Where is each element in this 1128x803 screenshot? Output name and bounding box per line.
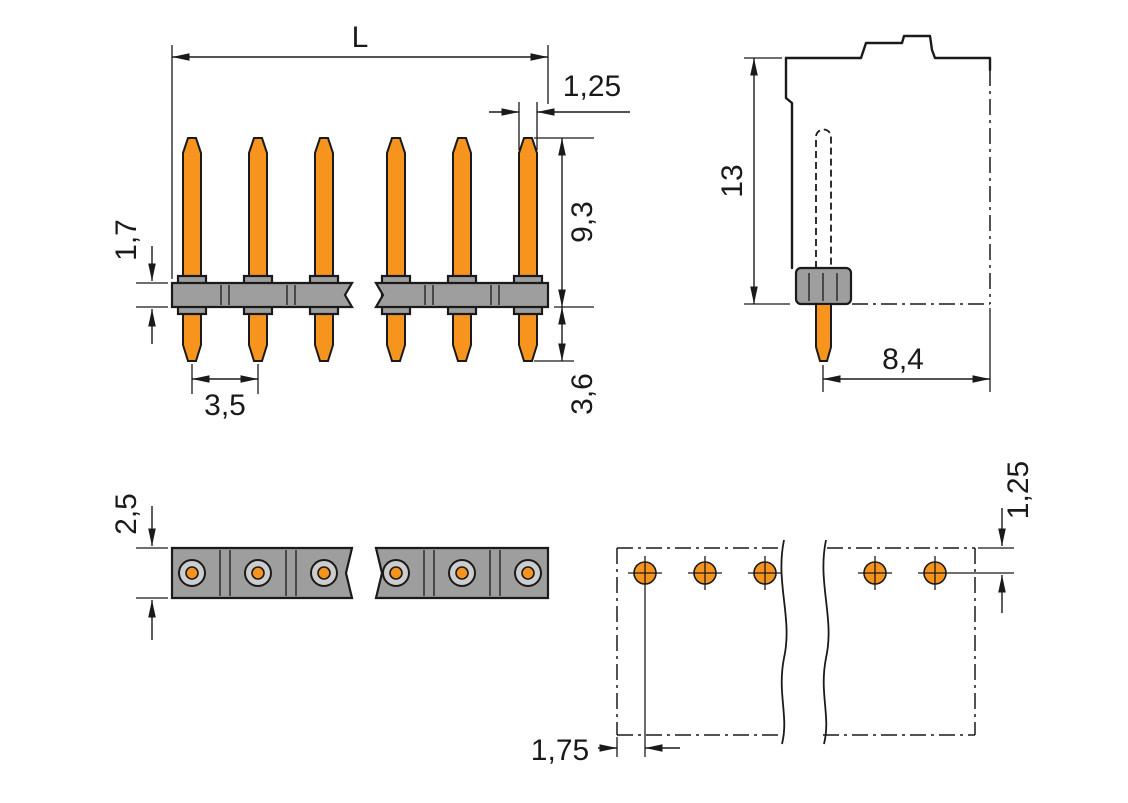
dim-total-height: 13 [716, 57, 790, 305]
side-view: 13 8,4 [716, 34, 992, 392]
solder-pin [815, 303, 832, 362]
dim-label-pin-pitch: 3,5 [204, 389, 246, 422]
pin-1 [182, 137, 202, 362]
break-line-left [780, 539, 788, 745]
housing-top-outline [784, 34, 992, 72]
footprint-view: 1,75 1,25 [531, 461, 1035, 767]
pin-hole [310, 559, 338, 587]
dim-edge-to-hole-row: 1,25 [952, 461, 1035, 613]
break-line-right [822, 539, 830, 745]
dim-label-edge-to-first-hole: 1,75 [531, 734, 589, 767]
dim-label-strip-thickness: 1,7 [110, 219, 143, 261]
pin-hole [448, 559, 476, 587]
pin-5 [452, 137, 472, 362]
dim-label-strip-width: 2,5 [110, 493, 143, 535]
dim-strip-thickness: 1,7 [110, 219, 168, 344]
drill-hole-4 [857, 555, 893, 591]
top-view: 2,5 [110, 493, 550, 640]
dim-edge-to-first-hole: 1,75 [531, 734, 680, 767]
dim-label-overall-length: L [352, 21, 369, 54]
drill-holes [627, 555, 953, 591]
pin-row [182, 137, 538, 362]
pin-3 [314, 137, 334, 362]
drill-hole-1 [627, 555, 663, 591]
dim-pin-pitch: 3,5 [191, 364, 259, 422]
dim-pin-height: 9,3 [534, 137, 599, 308]
pin-hole [514, 559, 542, 587]
housing-left-outline [784, 56, 794, 270]
dim-label-pin-width: 1,25 [563, 70, 621, 103]
pin-2 [248, 137, 268, 362]
drill-hole-3 [747, 555, 783, 591]
dim-pin-width: 1,25 [489, 70, 630, 150]
pin-4 [386, 137, 406, 362]
strip-ribs [220, 285, 500, 305]
carrier-strip-right [374, 281, 550, 309]
front-view: L 1,25 1,7 9,3 3,6 [110, 21, 630, 422]
dim-label-pin-to-edge: 8,4 [882, 343, 924, 376]
carrier-strip-left [170, 281, 354, 309]
pin-hole [382, 559, 410, 587]
drill-hole-5 [917, 555, 953, 591]
hidden-pin-outline [815, 128, 832, 268]
dim-label-edge-to-hole-row: 1,25 [1002, 461, 1035, 519]
dim-strip-width: 2,5 [110, 493, 168, 640]
dim-label-solder-pin-length: 3,6 [566, 373, 599, 415]
dim-label-pin-height: 9,3 [566, 201, 599, 243]
pin-6 [518, 137, 538, 362]
pin-hole [178, 559, 206, 587]
drill-hole-2 [687, 555, 723, 591]
dim-pin-to-edge: 8,4 [822, 308, 991, 392]
dim-label-total-height: 13 [716, 164, 749, 197]
pin-hole [244, 559, 272, 587]
dim-solder-pin-length: 3,6 [534, 307, 599, 415]
dim-overall-length: L [171, 21, 549, 279]
strip-top-ribs [219, 550, 501, 596]
